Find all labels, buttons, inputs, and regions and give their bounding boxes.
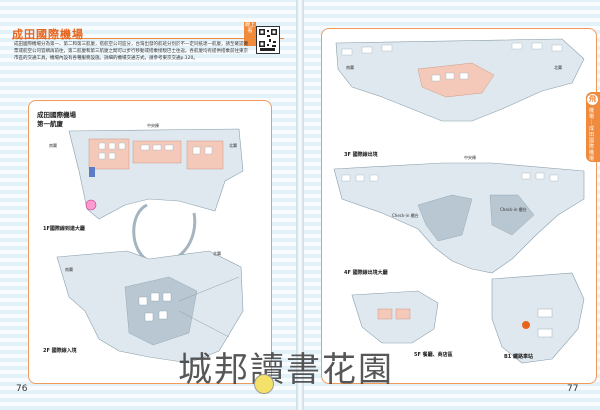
- floor-label-5f: 5F 餐廳、商店區: [414, 352, 453, 358]
- intro-paragraph: 成田國際機場分為第一、第二和第三航廈，搭航空公司區分，台灣出發的航班分別於不一定…: [14, 42, 248, 61]
- watermark-text: 城邦讀書花園: [178, 350, 394, 390]
- mascot-icon: [254, 374, 274, 394]
- north-wing-label-3f: 北翼: [554, 65, 562, 70]
- terminal-1-upper-floors-map: [333, 38, 585, 364]
- south-wing-label-1f: 南翼: [49, 143, 57, 148]
- book-gutter: [296, 0, 304, 410]
- title-bar: 成田國際機場: [12, 26, 284, 41]
- page-title: 成田國際機場: [12, 28, 84, 41]
- page-number-left: 76: [16, 384, 28, 394]
- right-page: 南翼 北翼 3F 國際線出境 中央棟 Check-in 櫃台 Check-in …: [303, 0, 600, 410]
- floor-label-1f: 1F國際線到達大廳: [43, 226, 85, 232]
- terminal-1-right-map-frame: 南翼 北翼 3F 國際線出境 中央棟 Check-in 櫃台 Check-in …: [321, 28, 597, 384]
- qr-label: 線上看: [244, 22, 256, 46]
- checkin-label-left: Check-in 櫃台: [392, 213, 419, 218]
- chapter-tab-label: 機場｜成田國際機場: [589, 108, 595, 162]
- central-label-4f: 中央棟: [464, 155, 476, 160]
- terminal-1-map: [56, 128, 244, 364]
- airplane-icon: 飛: [587, 94, 598, 105]
- map-title-line2: 第一航廈: [37, 120, 63, 128]
- checkin-label-right: Check-in 櫃台: [500, 207, 527, 212]
- left-page: 成田國際機場 線上看 成田國際機場分為第一、第二和第三航廈，搭航空公司區分，台灣…: [0, 0, 297, 410]
- terminal-1-map-frame: 成田國際機場 第一航廈: [28, 100, 272, 384]
- central-label-1f: 中央棟: [147, 123, 159, 128]
- map-title-line1: 成田國際機場: [37, 111, 76, 119]
- floor-label-2f: 2F 國際線入境: [43, 348, 77, 354]
- floor-label-4f: 4F 國際線出境大廳: [344, 270, 388, 276]
- south-wing-label-2f: 南翼: [65, 267, 73, 272]
- floor-label-3f: 3F 國際線出境: [344, 152, 378, 158]
- north-wing-label-2f: 北翼: [213, 251, 221, 256]
- qr-code-icon[interactable]: [256, 26, 280, 54]
- south-wing-label-3f: 南翼: [346, 65, 354, 70]
- chapter-tab[interactable]: 飛 機場｜成田國際機場: [586, 92, 600, 162]
- page-number-right: 77: [567, 384, 579, 394]
- north-wing-label-1f: 北翼: [229, 143, 237, 148]
- floor-label-b1: B1 鐵路車站: [504, 354, 534, 360]
